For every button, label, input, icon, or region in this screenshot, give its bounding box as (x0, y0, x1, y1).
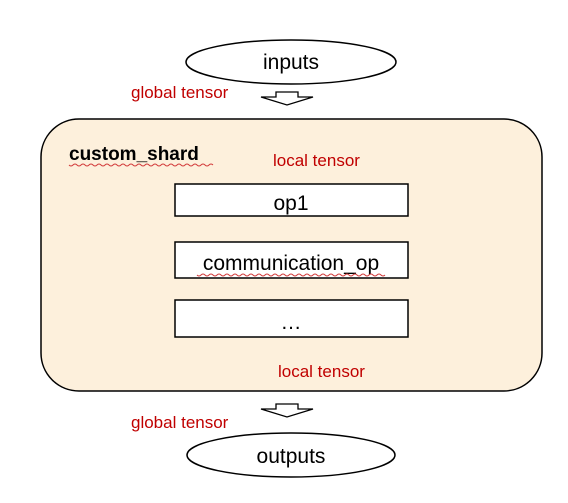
arrow-down-top (260, 91, 314, 106)
communication-op-box (174, 241, 409, 279)
op-box-communication: communication_op (174, 241, 409, 279)
spellcheck-underline-comm (196, 273, 386, 277)
inputs-ellipse (185, 39, 397, 85)
custom-shard-container: custom_shard local tensor op1 communicat… (40, 118, 543, 392)
op1-box (174, 183, 409, 217)
outputs-ellipse (186, 432, 396, 478)
outputs-label: outputs (257, 445, 326, 468)
bottom-global-tensor-label: global tensor (131, 413, 229, 432)
spellcheck-underline (68, 163, 214, 167)
top-local-tensor-label: local tensor (273, 151, 360, 170)
top-global-tensor-label: global tensor (131, 83, 229, 102)
op1-label: op1 (273, 192, 308, 215)
container-title: custom_shard (69, 144, 199, 165)
communication-op-label: communication_op (203, 252, 379, 275)
arrow-down-bottom (260, 403, 314, 418)
outputs-node: outputs (186, 432, 396, 478)
inputs-label: inputs (263, 51, 319, 74)
bottom-local-tensor-label: local tensor (278, 362, 365, 381)
ellipsis-op-box (174, 299, 409, 338)
inputs-node: inputs (185, 39, 397, 85)
ellipsis-op-label: … (281, 311, 302, 334)
op-box-op1: op1 (174, 183, 409, 217)
op-box-ellipsis: … (174, 299, 409, 338)
